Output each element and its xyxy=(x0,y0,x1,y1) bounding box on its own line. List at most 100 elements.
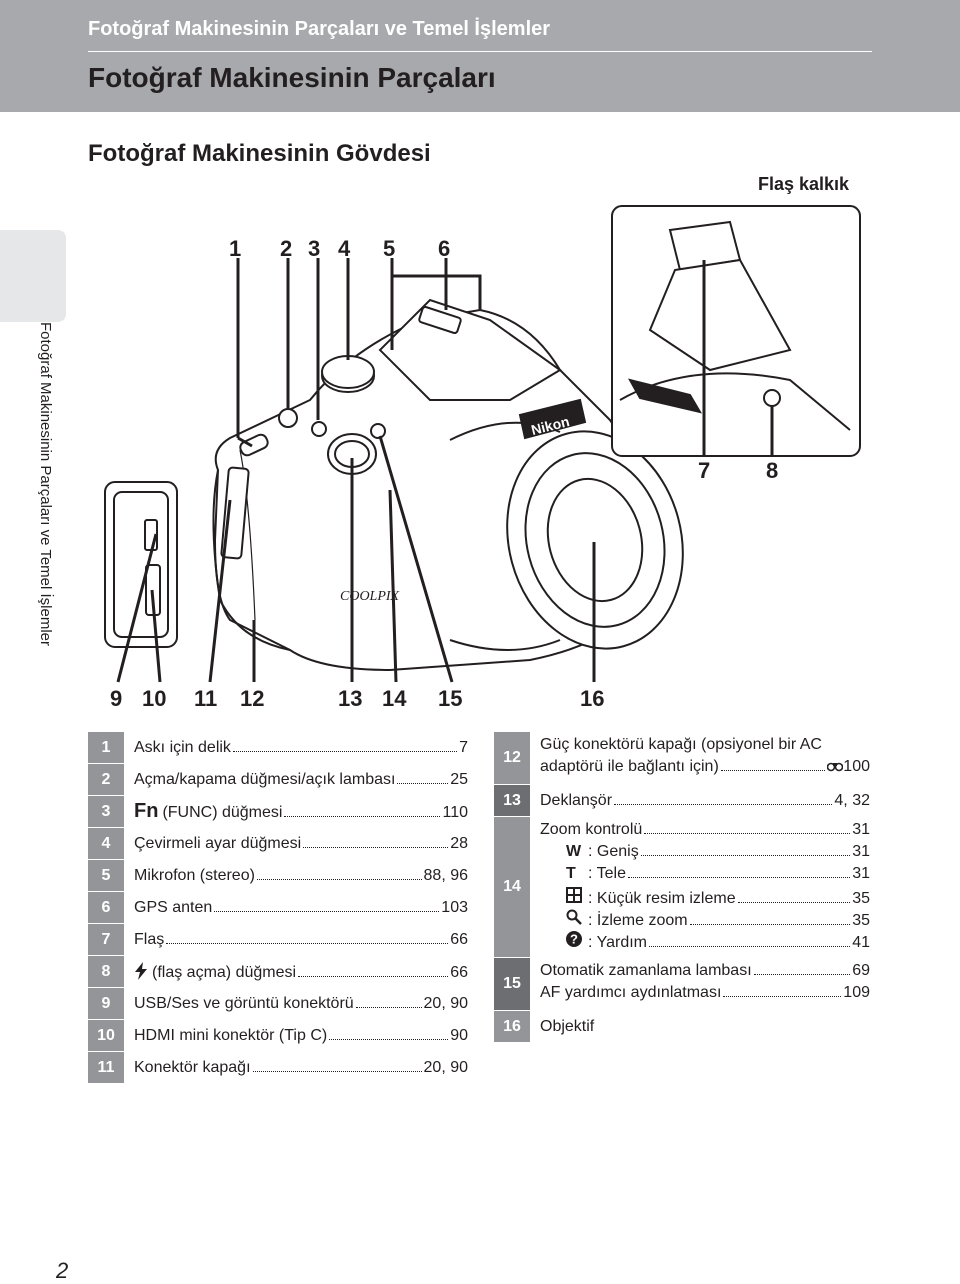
legend-text: Güç konektörü kapağı (opsiyonel bir AC xyxy=(540,736,822,753)
callout-3: 3 xyxy=(308,236,321,261)
legend-row: 16 Objektif xyxy=(494,1011,870,1043)
legend-page: 100 xyxy=(843,758,870,775)
callout-12: 12 xyxy=(240,686,265,711)
callout-4: 4 xyxy=(338,236,351,261)
legend-number: 3 xyxy=(88,796,124,827)
legend-text: Açma/kapama düğmesi/açık lambası xyxy=(134,770,396,788)
legend-text: USB/Ses ve görüntü konektörü xyxy=(134,994,354,1012)
legend-number: 5 xyxy=(88,860,124,891)
legend-number: 13 xyxy=(494,785,530,816)
svg-text:?: ? xyxy=(570,932,578,947)
legend-row: 2 Açma/kapama düğmesi/açık lambası 25 xyxy=(88,764,468,796)
header-divider xyxy=(88,51,872,52)
callout-6: 6 xyxy=(438,236,451,261)
legend-number: 1 xyxy=(88,732,124,763)
help-icon: ? xyxy=(566,931,582,947)
legend-page: 69 xyxy=(852,962,870,979)
legend-text: Konektör kapağı xyxy=(134,1058,251,1076)
legend-page: 109 xyxy=(843,984,870,1001)
legend-number: 11 xyxy=(88,1052,124,1083)
callout-9: 9 xyxy=(110,686,123,711)
callout-11: 11 xyxy=(194,686,218,711)
legend-text: Objektif xyxy=(540,1017,595,1035)
zoom-wide-icon: W xyxy=(566,843,582,860)
callout-15: 15 xyxy=(438,686,463,711)
legend-row: 5 Mikrofon (stereo) 88, 96 xyxy=(88,860,468,892)
legend-right: 12 Güç konektörü kapağı (opsiyonel bir A… xyxy=(494,732,870,1043)
legend-page: 90 xyxy=(450,1026,468,1044)
legend-row: 1 Askı için delik 7 xyxy=(88,732,468,764)
legend-number: 2 xyxy=(88,764,124,795)
legend-number: 16 xyxy=(494,1011,530,1042)
camera-illustration: Nikon COOLPIX xyxy=(104,205,861,683)
legend-row: 13 Deklanşör 4, 32 xyxy=(494,785,870,817)
model-text: COOLPIX xyxy=(340,589,400,604)
legend-row: 10 HDMI mini konektör (Tip C) 90 xyxy=(88,1020,468,1052)
page-title: Fotoğraf Makinesinin Parçaları xyxy=(88,62,496,93)
legend-text: HDMI mini konektör (Tip C) xyxy=(134,1026,328,1044)
callout-2: 2 xyxy=(280,236,293,261)
legend-text: Mikrofon (stereo) xyxy=(134,866,255,884)
legend-text: Otomatik zamanlama lambası xyxy=(540,962,752,979)
legend-number: 7 xyxy=(88,924,124,955)
flash-up-label: Flaş kalkık xyxy=(758,174,850,194)
legend-text: Deklanşör xyxy=(540,791,613,809)
legend-row: 8 (flaş açma) düğmesi 66 xyxy=(88,956,468,988)
legend-number: 14 xyxy=(494,817,530,957)
callout-14: 14 xyxy=(382,686,407,711)
legend-page: 66 xyxy=(450,963,468,981)
legend-page: 4, 32 xyxy=(834,791,870,809)
fn-icon: Fn xyxy=(134,800,159,822)
callout-7: 7 xyxy=(698,458,711,483)
callout-10: 10 xyxy=(142,686,167,711)
legend-text: GPS anten xyxy=(134,898,213,916)
legend-row: 6 GPS anten 103 xyxy=(88,892,468,924)
legend-page: 7 xyxy=(459,738,468,756)
side-tab xyxy=(0,230,66,322)
callout-16: 16 xyxy=(580,686,605,711)
legend-page: 25 xyxy=(450,770,468,788)
callout-1: 1 xyxy=(229,236,242,261)
legend-page: 66 xyxy=(450,930,468,948)
legend-row: 3 Fn(FUNC) düğmesi 110 xyxy=(88,796,468,828)
legend-number: 8 xyxy=(88,956,124,987)
legend-text: AF yardımcı aydınlatması xyxy=(540,984,722,1001)
legend-text: adaptörü ile bağlantı için) xyxy=(540,758,719,775)
legend-number: 12 xyxy=(494,732,530,784)
legend-text: Flaş xyxy=(134,930,165,948)
legend-text: Çevirmeli ayar düğmesi xyxy=(134,834,302,852)
callout-5: 5 xyxy=(383,236,396,261)
legend-page: 20, 90 xyxy=(423,994,468,1012)
legend-page: 31 xyxy=(852,821,870,838)
legend-left: 1 Askı için delik 7 2 Açma/kapama düğmesi/a… xyxy=(88,732,468,1084)
legend-text: Zoom kontrolü xyxy=(540,821,643,838)
legend-row: 7 Flaş 66 xyxy=(88,924,468,956)
legend-page: 20, 90 xyxy=(423,1058,468,1076)
legend-number: 6 xyxy=(88,892,124,923)
legend-page: 28 xyxy=(450,834,468,852)
subsection-title: Fotoğraf Makinesinin Gövdesi xyxy=(88,140,431,167)
header-bar: Fotoğraf Makinesinin Parçaları ve Temel … xyxy=(0,0,960,112)
legend-text: (flaş açma) düğmesi xyxy=(152,963,297,981)
legend-row: 4 Çevirmeli ayar düğmesi 28 xyxy=(88,828,468,860)
legend-number: 10 xyxy=(88,1020,124,1051)
thumbnail-icon xyxy=(566,887,582,903)
legend-text: Askı için delik xyxy=(134,738,231,756)
zoom-icon xyxy=(566,909,582,925)
section-title: Fotoğraf Makinesinin Parçaları ve Temel … xyxy=(88,18,551,40)
legend-page: 103 xyxy=(441,898,468,916)
callout-13: 13 xyxy=(338,686,363,711)
zoom-tele-icon: T xyxy=(566,865,576,882)
side-tab-label: Fotoğraf Makinesinin Parçaları ve Temel … xyxy=(37,322,54,647)
legend-page: 88, 96 xyxy=(423,866,468,884)
legend-text: (FUNC) düğmesi xyxy=(162,804,283,821)
legend-number: 4 xyxy=(88,828,124,859)
legend-page: 110 xyxy=(442,804,468,821)
page-number: 2 xyxy=(56,1258,69,1283)
legend-row: 9 USB/Ses ve görüntü konektörü 20, 90 xyxy=(88,988,468,1020)
legend-row: 11 Konektör kapağı 20, 90 xyxy=(88,1052,468,1084)
flash-icon xyxy=(135,961,147,980)
legend-number: 9 xyxy=(88,988,124,1019)
